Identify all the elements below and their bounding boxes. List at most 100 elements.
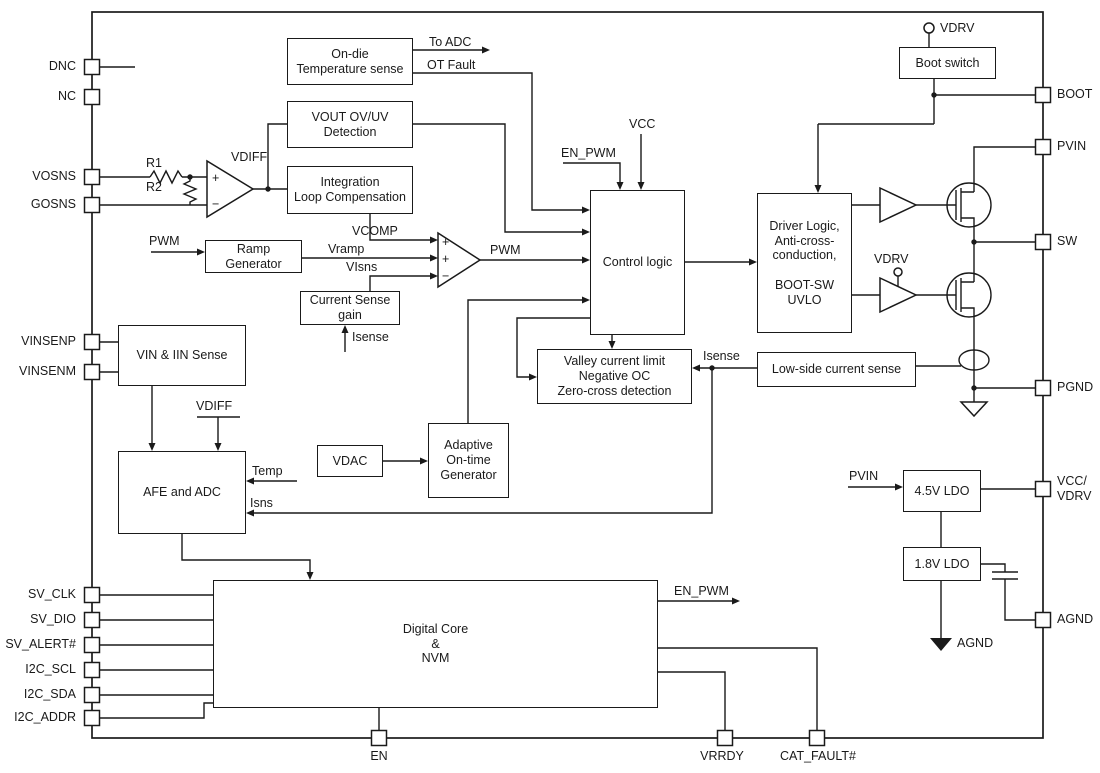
opamp-minus-sign: −	[212, 197, 219, 211]
resistor-r2-symbol	[182, 177, 198, 205]
label-temp: Temp	[252, 464, 283, 478]
label-pvin-ldo: PVIN	[849, 469, 879, 483]
pin-squares	[83, 58, 1052, 747]
label-vdrv-top: VDRV	[940, 21, 975, 35]
pin-square-sv-alert	[83, 636, 101, 654]
label-vdrv-driver: VDRV	[874, 252, 909, 266]
pin-square-vinsenm	[83, 363, 101, 381]
pgnd-ground-icon	[959, 401, 989, 418]
pin-square-vosns	[83, 168, 101, 186]
pin-label-vcc-vdrv: VCC/ VDRV	[1057, 474, 1092, 503]
gate-driver-high-icon	[879, 186, 918, 224]
pin-square-vinsenp	[83, 333, 101, 351]
mosfet-low-icon	[946, 272, 992, 318]
label-isense-gain: Isense	[352, 330, 389, 344]
arrowhead	[148, 443, 156, 451]
pin-square-agnd	[1034, 611, 1052, 629]
block-afe-and-adc: AFE and ADC	[118, 451, 246, 534]
arrowhead	[482, 46, 490, 54]
junction-dot	[265, 186, 271, 192]
arrowhead	[895, 483, 903, 491]
pin-label-sv-dio: SV_DIO	[30, 612, 76, 626]
junction-dot	[931, 92, 937, 98]
junction-dot	[709, 365, 715, 371]
arrowhead	[749, 258, 757, 266]
label-pwm-in: PWM	[149, 234, 180, 248]
arrowhead	[214, 443, 222, 451]
sum-minus-sign: −	[442, 269, 449, 283]
pin-square-dnc	[83, 58, 101, 76]
arrowhead	[582, 296, 590, 304]
arrowhead	[732, 597, 740, 605]
label-to-adc: To ADC	[429, 35, 472, 49]
label-vdiff-afe: VDIFF	[196, 399, 233, 413]
label-r1: R1	[146, 156, 162, 170]
pin-label-dnc: DNC	[48, 59, 76, 73]
block-low-side-current-sense: Low-side current sense	[757, 352, 916, 387]
junction-dot	[187, 174, 193, 180]
pin-square-pgnd	[1034, 379, 1052, 397]
opamp-symbol: + −	[206, 159, 255, 219]
block-driver-logic: Driver Logic, Anti-cross- conduction, BO…	[757, 193, 852, 333]
arrowhead	[430, 272, 438, 280]
block-vout-ovuv-detection: VOUT OV/UV Detection	[287, 101, 413, 148]
block-current-sense-gain: Current Sense gain	[300, 291, 400, 325]
arrowhead	[582, 206, 590, 214]
arrowhead	[197, 248, 205, 256]
pin-square-nc	[83, 88, 101, 106]
label-en-pwm-out: EN_PWM	[674, 584, 729, 598]
pin-label-nc: NC	[57, 89, 76, 103]
pin-label-sw: SW	[1057, 234, 1078, 248]
arrowhead	[306, 572, 314, 580]
pin-square-i2c-sda	[83, 686, 101, 704]
signal-wires	[99, 33, 1036, 731]
block-vin-iin-sense: VIN & IIN Sense	[118, 325, 246, 386]
block-ramp-generator: Ramp Generator	[205, 240, 302, 273]
pin-square-en	[370, 729, 388, 747]
pin-label-vosns: VOSNS	[32, 169, 76, 183]
label-vdiff-top: VDIFF	[231, 150, 268, 164]
arrowhead	[430, 236, 438, 244]
label-r2: R2	[146, 180, 162, 194]
arrowhead	[246, 477, 254, 485]
arrowhead	[814, 185, 822, 193]
label-isense-valley: Isense	[703, 349, 740, 363]
junction-dot	[971, 239, 977, 245]
current-sense-ellipse-icon	[958, 349, 990, 371]
pin-label-vinsenp: VINSENP	[21, 334, 76, 348]
block-adaptive-on-time-gen: Adaptive On-time Generator	[428, 423, 509, 498]
block-4v5-ldo: 4.5V LDO	[903, 470, 981, 512]
junction-dot	[971, 385, 977, 391]
label-ot-fault: OT Fault	[427, 58, 476, 72]
pin-square-sv-dio	[83, 611, 101, 629]
label-en-pwm-top: EN_PWM	[561, 146, 616, 160]
block-on-die-temperature-sense: On-die Temperature sense	[287, 38, 413, 85]
mosfet-high-icon	[946, 182, 992, 228]
pin-square-vcc-vdrv	[1034, 480, 1052, 498]
arrowhead	[637, 182, 645, 190]
label-isns: Isns	[250, 496, 273, 510]
pin-square-pvin	[1034, 138, 1052, 156]
block-digital-core-nvm: Digital Core & NVM	[213, 580, 658, 708]
pin-label-pvin: PVIN	[1057, 139, 1087, 153]
sum-plus-sign: +	[442, 252, 449, 266]
label-vcomp: VCOMP	[352, 224, 398, 238]
pin-label-i2c-scl: I2C_SCL	[25, 662, 76, 676]
arrowhead	[616, 182, 624, 190]
pin-square-i2c-scl	[83, 661, 101, 679]
arrowhead	[529, 373, 537, 381]
junction-dots	[187, 92, 977, 391]
pin-square-boot	[1034, 86, 1052, 104]
vdrv-driver-terminal-icon	[893, 267, 903, 277]
pin-label-sv-alert: SV_ALERT#	[5, 637, 76, 651]
pin-label-agnd: AGND	[1057, 612, 1094, 626]
pin-label-boot: BOOT	[1057, 87, 1093, 101]
pin-label-cat-fault: CAT_FAULT#	[780, 749, 856, 763]
arrowhead	[582, 228, 590, 236]
sum-plus-sign: +	[442, 235, 449, 249]
pin-square-sv-clk	[83, 586, 101, 604]
pin-square-sw	[1034, 233, 1052, 251]
opamp-plus-sign: +	[212, 171, 219, 185]
